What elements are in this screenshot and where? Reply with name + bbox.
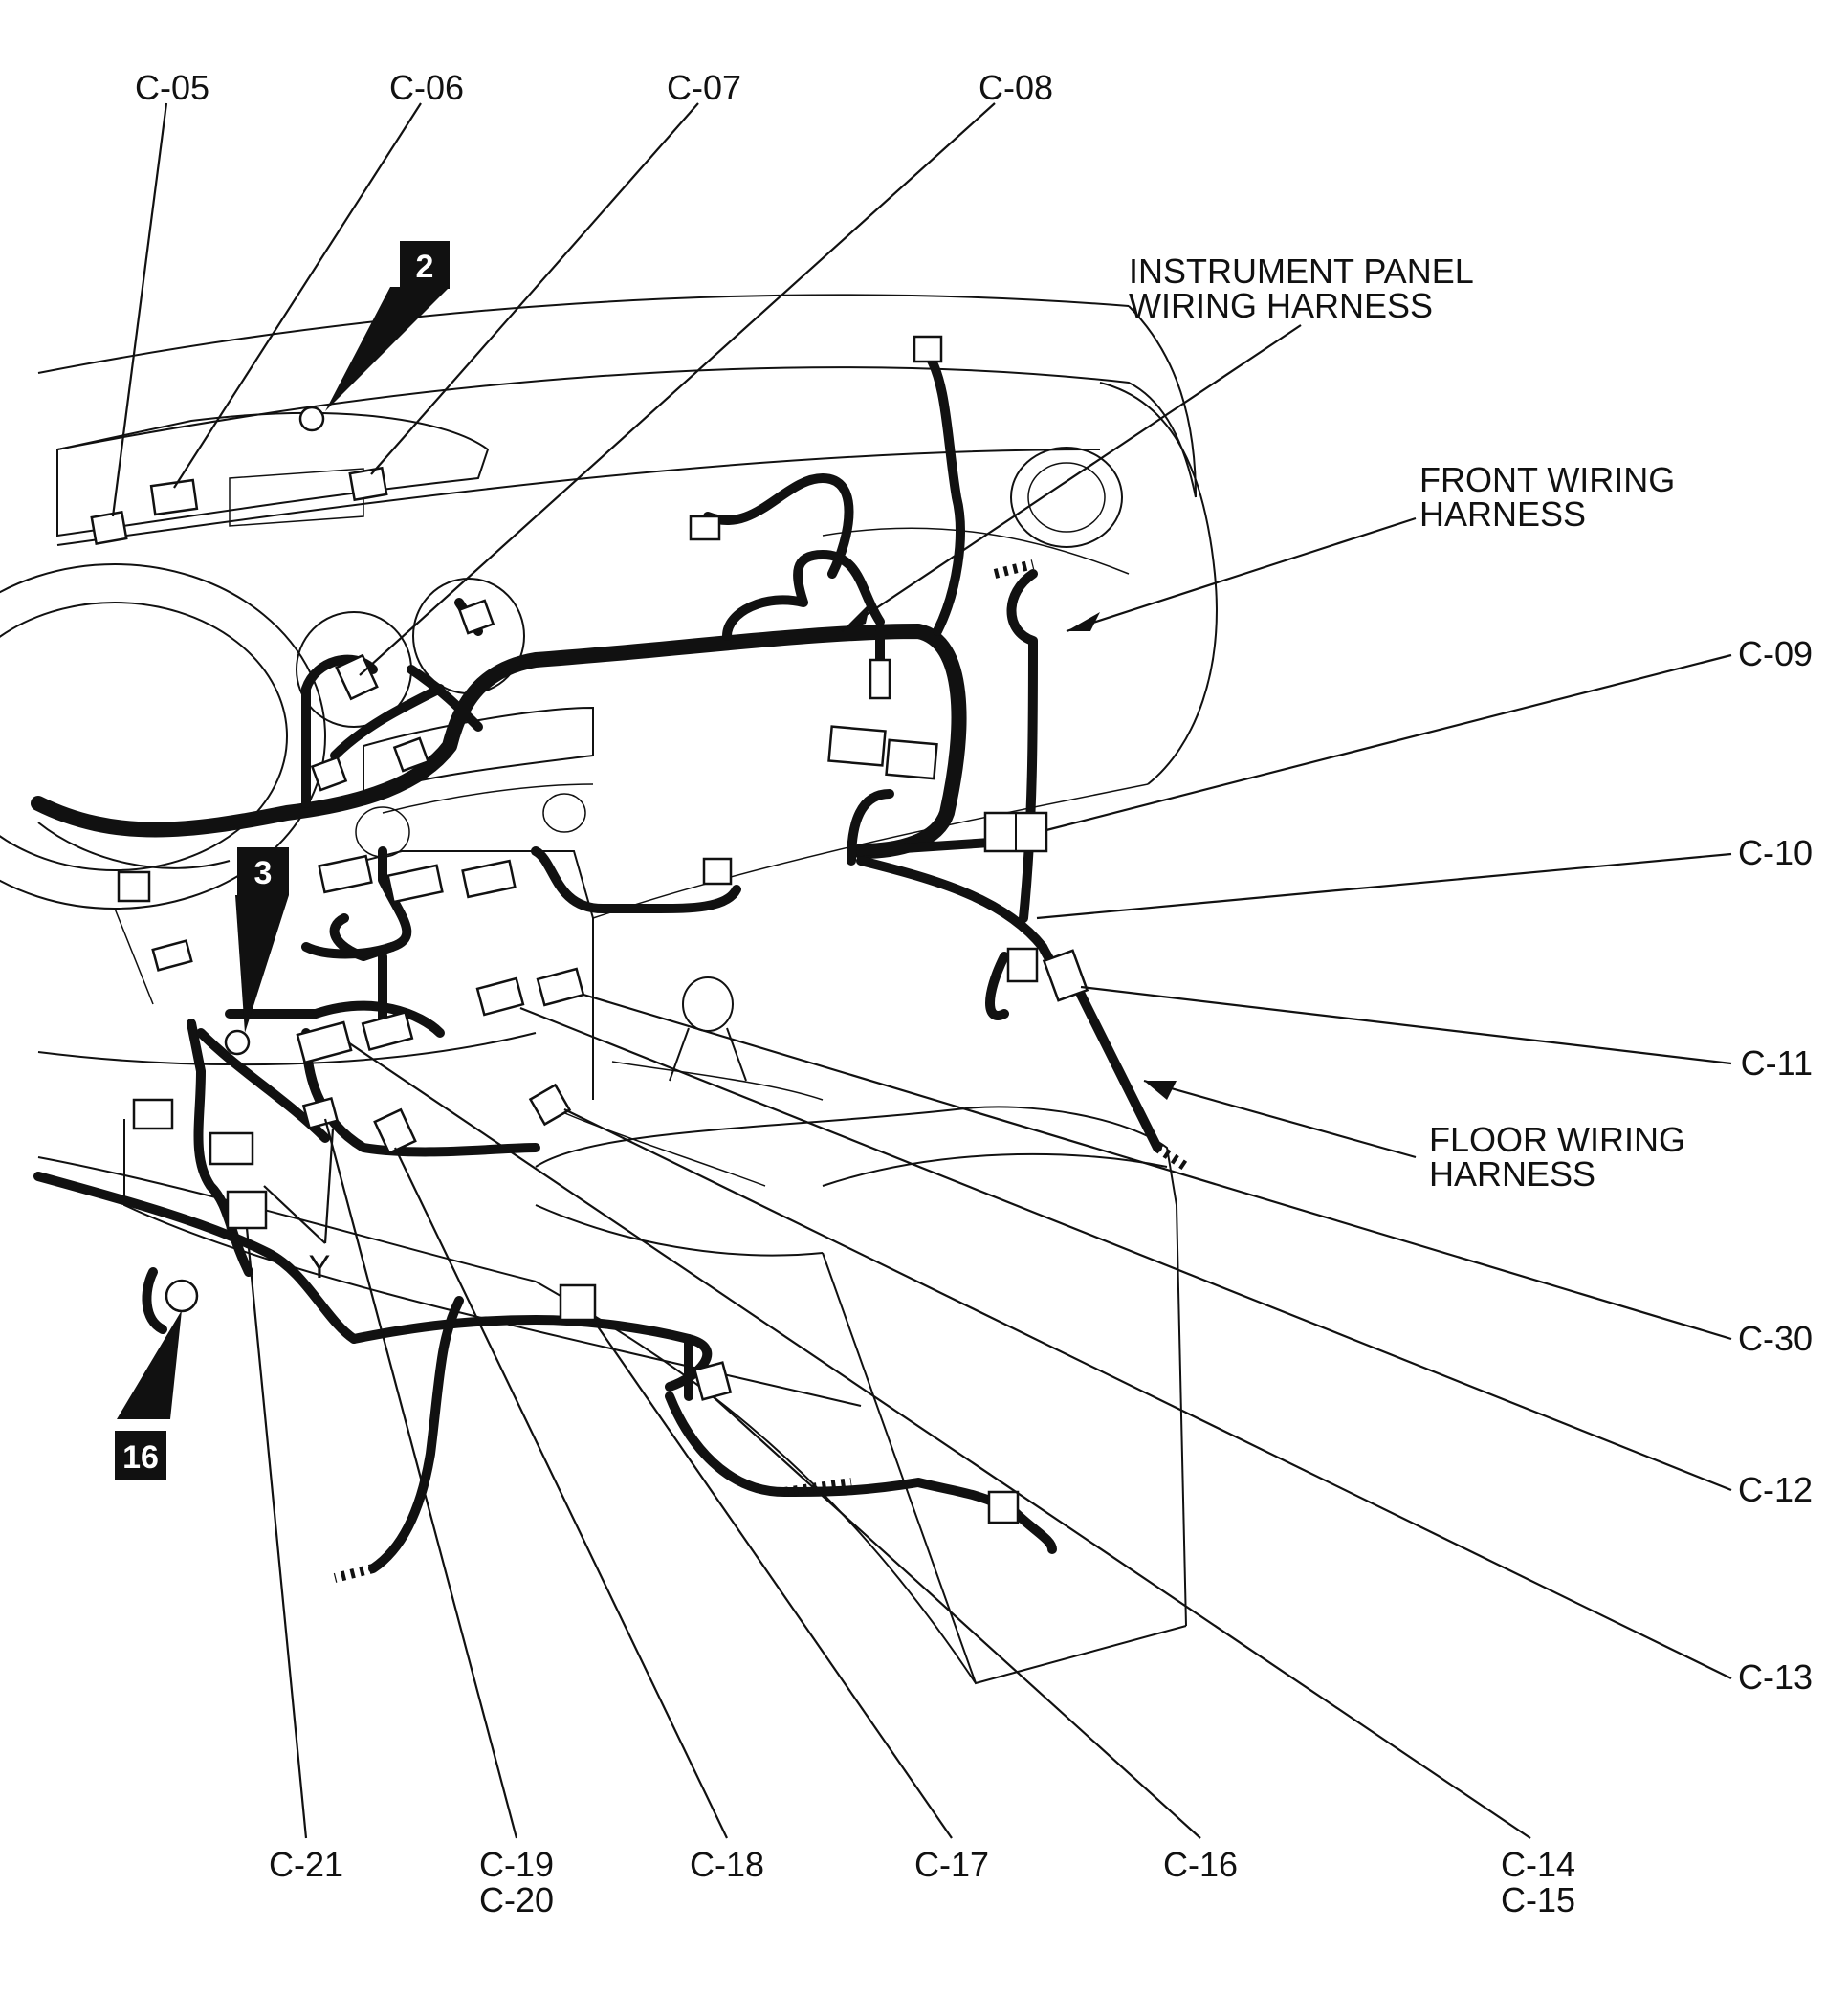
connector-c18 [373,1107,417,1155]
leader-c06 [173,102,422,489]
label-c19: C-19 [479,1845,554,1884]
label-floor-harness-1: FLOOR WIRING [1429,1120,1685,1159]
connector-extra-3 [318,854,373,894]
label-c10: C-10 [1738,833,1813,872]
connectors [90,335,1089,1524]
leader-c12 [519,1006,1732,1492]
leader-c14 [347,1041,1531,1839]
label-front-harness-1: FRONT WIRING [1419,460,1675,499]
label-c13: C-13 [1738,1657,1813,1697]
leader-instrument-panel [841,324,1302,632]
leader-c13 [563,1108,1732,1679]
label-c11: C-11 [1741,1043,1813,1083]
leader-c09 [1045,653,1732,832]
instrument-panel-harness-main [31,624,967,859]
connector-extra-12 [310,756,348,792]
ground-point-3 [224,1029,251,1056]
connector-c11 [1042,949,1089,1002]
label-c16: C-16 [1163,1845,1238,1884]
label-instrument-panel-2: WIRING HARNESS [1129,286,1433,325]
connector-c15 [361,1010,414,1052]
connector-c30 [536,967,585,1007]
leader-c11 [1080,985,1732,1065]
connector-extra-10 [702,857,733,886]
leader-lines [111,102,1732,1839]
connector-extra-6 [827,725,887,767]
connector-extra-14 [117,870,151,903]
label-c20: C-20 [479,1880,554,1919]
label-y: Y [309,1249,331,1285]
harness-leader-arrows [842,603,1177,1100]
label-instrument-panel-1: INSTRUMENT PANEL [1129,252,1474,291]
connector-extra-7 [885,738,938,780]
leader-c21 [245,1227,308,1839]
connector-c19 [301,1096,340,1130]
connector-c12 [475,976,525,1017]
connector-c14 [296,1020,353,1064]
label-c06: C-06 [389,68,464,107]
connector-c16 [693,1361,733,1401]
label-c05: C-05 [135,68,209,107]
connector-c06 [149,478,199,516]
label-front-harness-2: HARNESS [1419,494,1586,534]
leader-c05 [111,102,168,517]
ground-badge-16: 16 [115,1310,182,1480]
ground-point-2 [298,406,325,432]
label-c07: C-07 [667,68,741,107]
leader-y [323,1128,335,1244]
ground-badge-2: 2 [325,241,450,411]
label-c08: C-08 [979,68,1053,107]
label-c09: C-09 [1738,634,1813,673]
connector-extra-15 [151,939,193,972]
leader-c19 [323,1118,518,1839]
connector-extra-8 [689,515,721,541]
badge-2-label: 2 [416,249,434,285]
ground-point-16 [165,1279,199,1313]
connector-extra-13 [392,736,430,773]
connector-c10 [1006,947,1039,983]
leader-front-harness [1066,516,1417,633]
label-c12: C-12 [1738,1470,1813,1509]
connector-extra-4 [386,864,444,904]
connector-c17 [559,1283,597,1322]
leader-y-2 [263,1185,326,1244]
connector-c07 [348,466,388,502]
leader-floor-harness [1143,1079,1417,1159]
label-c18: C-18 [690,1845,764,1884]
connector-c21 [226,1190,268,1230]
badge-16-label: 16 [122,1439,159,1476]
leader-c08 [359,102,996,676]
label-c17: C-17 [914,1845,989,1884]
leader-c07 [370,102,699,475]
leader-c10 [1036,852,1732,920]
connector-c05 [90,510,128,546]
connector-extra-1 [132,1098,174,1130]
badge-3-label: 3 [254,855,273,891]
connector-extra-2 [209,1131,254,1166]
leader-c17 [592,1319,953,1839]
label-c21: C-21 [269,1845,343,1884]
connector-c08 [335,653,379,701]
label-c14: C-14 [1501,1845,1575,1884]
label-floor-harness-2: HARNESS [1429,1154,1595,1194]
label-c30: C-30 [1738,1319,1813,1358]
harness-runs [31,349,1189,1583]
leader-c18 [394,1147,728,1839]
connector-c13 [528,1083,572,1127]
connector-extra-16 [987,1490,1020,1524]
leader-c16 [712,1395,1201,1839]
connector-extra-11 [457,599,495,635]
leader-c30 [583,993,1732,1341]
label-c15: C-15 [1501,1880,1575,1919]
ground-badge-3: 3 [235,847,289,1033]
connector-extra-9 [913,335,943,363]
connector-labels: C-05 C-06 C-07 C-08 INSTRUMENT PANEL WIR… [135,68,1813,1919]
connector-extra-5 [461,859,517,899]
connector-extra-17 [869,658,891,700]
